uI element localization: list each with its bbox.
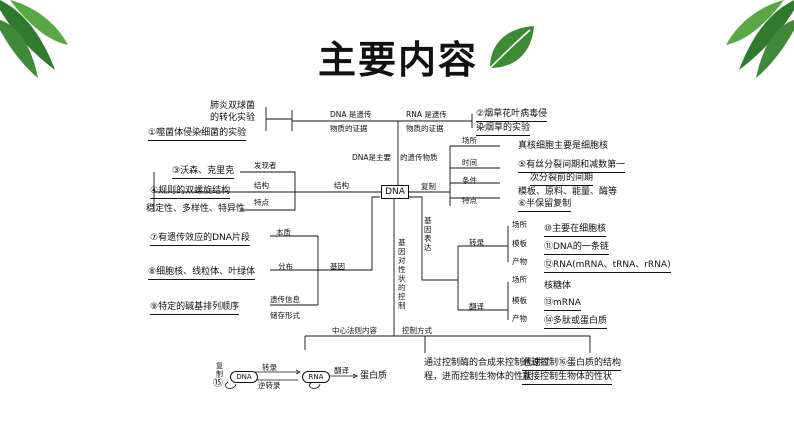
rep-cond: 模板、原料、能量、酶等: [518, 187, 618, 197]
expression-branch-label: 基因表达: [424, 216, 432, 252]
page-title: 主要内容: [318, 38, 479, 82]
control-branch-label: 基因对性状的控制: [398, 238, 406, 310]
method-label: 控制方式: [402, 326, 432, 335]
r-tmpl-label: 模板: [512, 296, 527, 305]
blank-10: ⑩主要在细胞核: [544, 224, 607, 237]
blank-16: 通过控制⑯蛋白质的结构: [522, 358, 622, 371]
rep-time-label: 时间: [462, 158, 477, 167]
leaf-icon: [489, 26, 534, 69]
dogma-dna: DNA: [230, 371, 258, 383]
dna-evidence-b: 物质的证据: [330, 124, 368, 133]
dna-main: DNA是主要: [352, 153, 392, 162]
rep-feat-label: 特点: [462, 196, 477, 205]
blank-14: ⑭多肽或蛋白质: [544, 316, 608, 329]
gene-branch-label: 基因: [330, 262, 345, 271]
blank-3: ③沃森、克里克: [172, 166, 235, 179]
rep-cond-label: 条件: [462, 176, 477, 185]
blank-4: ④规则的双螺旋结构: [150, 186, 231, 199]
translation-label: 翻译: [469, 302, 484, 311]
feature-label: 特点: [254, 198, 269, 207]
exp-pneumococcus-b: 的转化实验: [210, 113, 256, 123]
dogma-rep: 复制: [216, 362, 223, 378]
dogma-transl: 翻译: [334, 366, 349, 375]
gene-info-label: 遗传信息: [270, 295, 300, 304]
blank-8: ⑧细胞核、线粒体、叶绿体: [148, 267, 256, 280]
blank-16b: 直接控制生物体的性状: [522, 372, 613, 385]
rep-place: 真核细胞主要是细胞核: [518, 141, 609, 151]
gene-essence-label: 本质: [276, 228, 291, 237]
rep-place-label: 场所: [462, 136, 477, 145]
dogma-label: 中心法则内容: [332, 326, 377, 335]
dna-main-b: 的遗传物质: [400, 153, 438, 162]
method-1: 通过控制酶的合成来控制代谢过: [424, 358, 551, 368]
transcription-label: 转录: [469, 238, 484, 247]
r-prod-label: 产物: [512, 314, 527, 323]
dna-evidence: DNA 是遗传: [330, 110, 372, 119]
blank-2b: 染烟草的实验: [476, 123, 531, 136]
blank-13: ⑬mRNA: [544, 298, 581, 311]
r-place: 核糖体: [544, 281, 572, 291]
blank-9: ⑨特定的碱基排列顺序: [150, 302, 240, 315]
method-1b: 程，进而控制生物体的性状: [424, 372, 533, 382]
dogma-trans: 转录: [262, 363, 277, 372]
blank-12: ⑫RNA(mRNA、tRNA、rRNA): [544, 260, 671, 273]
gene-dist-label: 分布: [278, 262, 293, 271]
blank-6: ⑥半保留复制: [518, 199, 572, 212]
blank-15: ⑮: [213, 378, 223, 389]
dogma-rev: 逆转录: [258, 381, 281, 390]
blank-5b: 次分裂前的间期: [530, 173, 594, 186]
palm-leaf-icon-left: [0, 0, 68, 78]
t-place-label: 场所: [512, 220, 527, 229]
blank-5: ⑤有丝分裂间期和减数第一: [518, 160, 626, 173]
blank-1: ①噬菌体侵染细菌的实验: [148, 128, 247, 141]
blank-7: ⑦有遗传效应的DNA片段: [150, 233, 250, 246]
structure-label: 结构: [254, 181, 269, 190]
r-place-label: 场所: [512, 275, 527, 284]
discoverer-label: 发现者: [254, 161, 277, 170]
dogma-protein: 蛋白质: [360, 371, 388, 381]
exp-pneumococcus: 肺炎双球菌: [210, 101, 256, 111]
blank-2: ②烟草花叶病毒侵: [476, 109, 548, 122]
dna-center-node: DNA: [381, 185, 409, 199]
replication-branch-label: 复制: [421, 182, 436, 191]
rna-evidence: RNA 是遗传: [406, 110, 447, 119]
rna-evidence-b: 物质的证据: [406, 124, 444, 133]
dogma-rna: RNA: [302, 371, 330, 383]
t-prod-label: 产物: [512, 257, 527, 266]
t-tmpl-label: 模板: [512, 239, 527, 248]
palm-leaf-icon-right: [726, 0, 794, 78]
structure-branch-label: 结构: [334, 181, 349, 190]
gene-store-label: 储存形式: [270, 311, 300, 320]
structure-feature: 稳定性、多样性、特异性: [146, 204, 246, 214]
blank-11: ⑪DNA的一条链: [544, 242, 609, 255]
